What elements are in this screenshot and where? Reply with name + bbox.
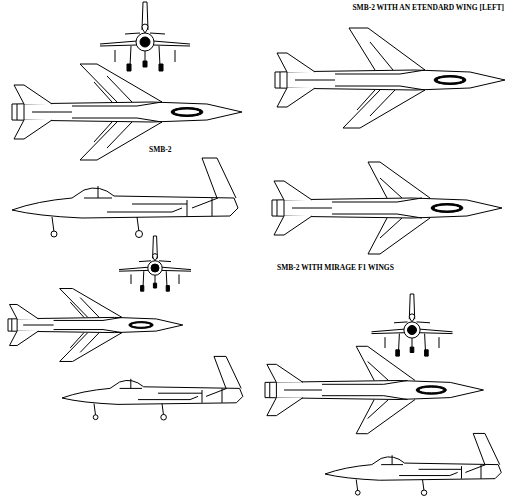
plan-view bbox=[272, 162, 502, 254]
plan-view bbox=[12, 64, 242, 160]
front-view bbox=[100, 2, 190, 71]
plan-view bbox=[275, 28, 505, 128]
plan-view bbox=[265, 346, 484, 433]
view-caption: SMB-2 WITH MIRAGE F1 WINGS bbox=[276, 264, 395, 272]
side-view bbox=[62, 356, 243, 420]
front-view bbox=[119, 236, 191, 291]
plan-view bbox=[8, 289, 183, 362]
front-view bbox=[372, 294, 453, 356]
side-view bbox=[12, 158, 238, 238]
view-caption: SMB-2 bbox=[148, 146, 173, 154]
view-caption: SMB-2 WITH AN ETENDARD WING [LEFT] bbox=[351, 4, 505, 12]
side-view bbox=[325, 433, 501, 495]
